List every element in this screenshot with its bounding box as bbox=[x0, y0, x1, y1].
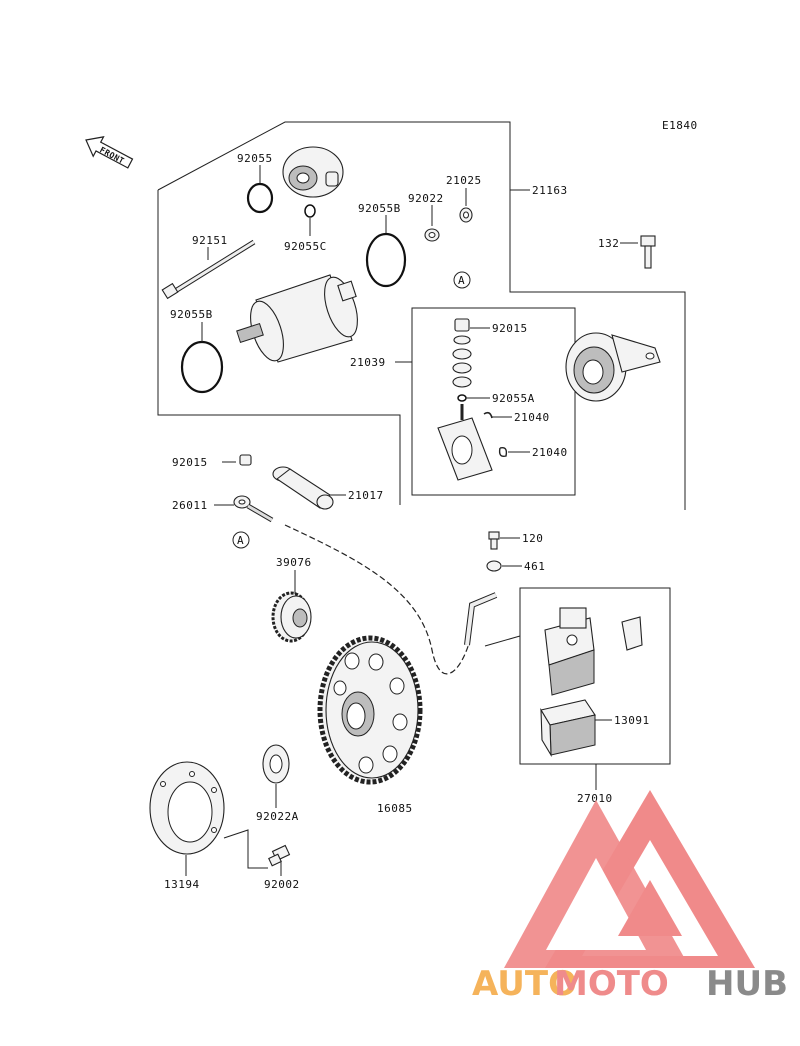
label-92055b-top: 92055B bbox=[358, 202, 401, 215]
label-92055a: 92055A bbox=[492, 392, 535, 405]
brush-holder-stack bbox=[437, 318, 508, 481]
label-132: 132 bbox=[598, 237, 619, 250]
long-bolt-92151 bbox=[161, 239, 256, 300]
front-cover-part bbox=[282, 146, 344, 198]
watermark-logo-icon bbox=[504, 790, 755, 968]
relay-cap-13091 bbox=[540, 699, 596, 758]
diagram-code: E1840 bbox=[662, 119, 698, 132]
label-92022a: 92022A bbox=[256, 810, 299, 823]
ref-marker-lower: A bbox=[237, 534, 244, 547]
watermark-brand-part3: HUB bbox=[706, 964, 788, 1004]
label-92022: 92022 bbox=[408, 192, 444, 205]
nut-461 bbox=[486, 560, 502, 572]
front-direction-arrow-icon: FRONT bbox=[85, 136, 134, 169]
label-92055: 92055 bbox=[237, 152, 273, 165]
label-16085: 16085 bbox=[377, 802, 413, 815]
o-ring-92055c bbox=[304, 204, 316, 218]
starter-clutch-gear-16085 bbox=[317, 635, 423, 785]
starter-assembly-outline-left bbox=[157, 190, 401, 505]
starter-motor-part bbox=[236, 274, 358, 363]
idle-gear-39076 bbox=[271, 591, 312, 643]
rear-cover-part bbox=[565, 332, 661, 402]
label-461: 461 bbox=[524, 560, 545, 573]
bolt-120 bbox=[488, 531, 500, 550]
starter-relay-part bbox=[544, 607, 595, 696]
label-21039: 21039 bbox=[350, 356, 386, 369]
label-92002: 92002 bbox=[264, 878, 300, 891]
starter-cable bbox=[233, 454, 498, 675]
label-92055c: 92055C bbox=[284, 240, 327, 253]
label-92055b-left: 92055B bbox=[170, 308, 213, 321]
bolt-132 bbox=[640, 235, 656, 269]
ref-marker-circle-lower bbox=[232, 531, 250, 549]
label-13091: 13091 bbox=[614, 714, 650, 727]
watermark-brand-part2: MOTO bbox=[554, 964, 669, 1004]
ref-marker-upper: A bbox=[458, 274, 465, 287]
label-21040-a: 21040 bbox=[514, 411, 550, 424]
bolt-92002 bbox=[268, 844, 291, 867]
leader-lines bbox=[185, 165, 638, 876]
relay-group-box bbox=[519, 587, 671, 765]
label-92151: 92151 bbox=[192, 234, 228, 247]
label-21017: 21017 bbox=[348, 489, 384, 502]
label-92015-top: 92015 bbox=[492, 322, 528, 335]
fuse-part bbox=[621, 616, 643, 651]
label-21163: 21163 bbox=[532, 184, 568, 197]
label-21040-b: 21040 bbox=[532, 446, 568, 459]
starter-assembly-outline bbox=[157, 121, 686, 510]
o-ring-92055 bbox=[246, 182, 274, 214]
label-39076: 39076 bbox=[276, 556, 312, 569]
one-way-clutch-13194 bbox=[149, 761, 225, 855]
label-92015-left: 92015 bbox=[172, 456, 208, 469]
watermark-brand-part1: AUTO bbox=[472, 964, 577, 1004]
o-ring-92055b-top bbox=[365, 232, 407, 288]
label-120: 120 bbox=[522, 532, 543, 545]
label-13194: 13194 bbox=[164, 878, 200, 891]
ref-marker-circle-upper bbox=[453, 271, 471, 289]
label-27010: 27010 bbox=[577, 792, 613, 805]
label-21025: 21025 bbox=[446, 174, 482, 187]
terminal-boot-21017 bbox=[272, 466, 334, 510]
label-26011: 26011 bbox=[172, 499, 208, 512]
brush-holder-group-box bbox=[411, 307, 576, 496]
o-ring-92055b-left bbox=[180, 340, 224, 394]
